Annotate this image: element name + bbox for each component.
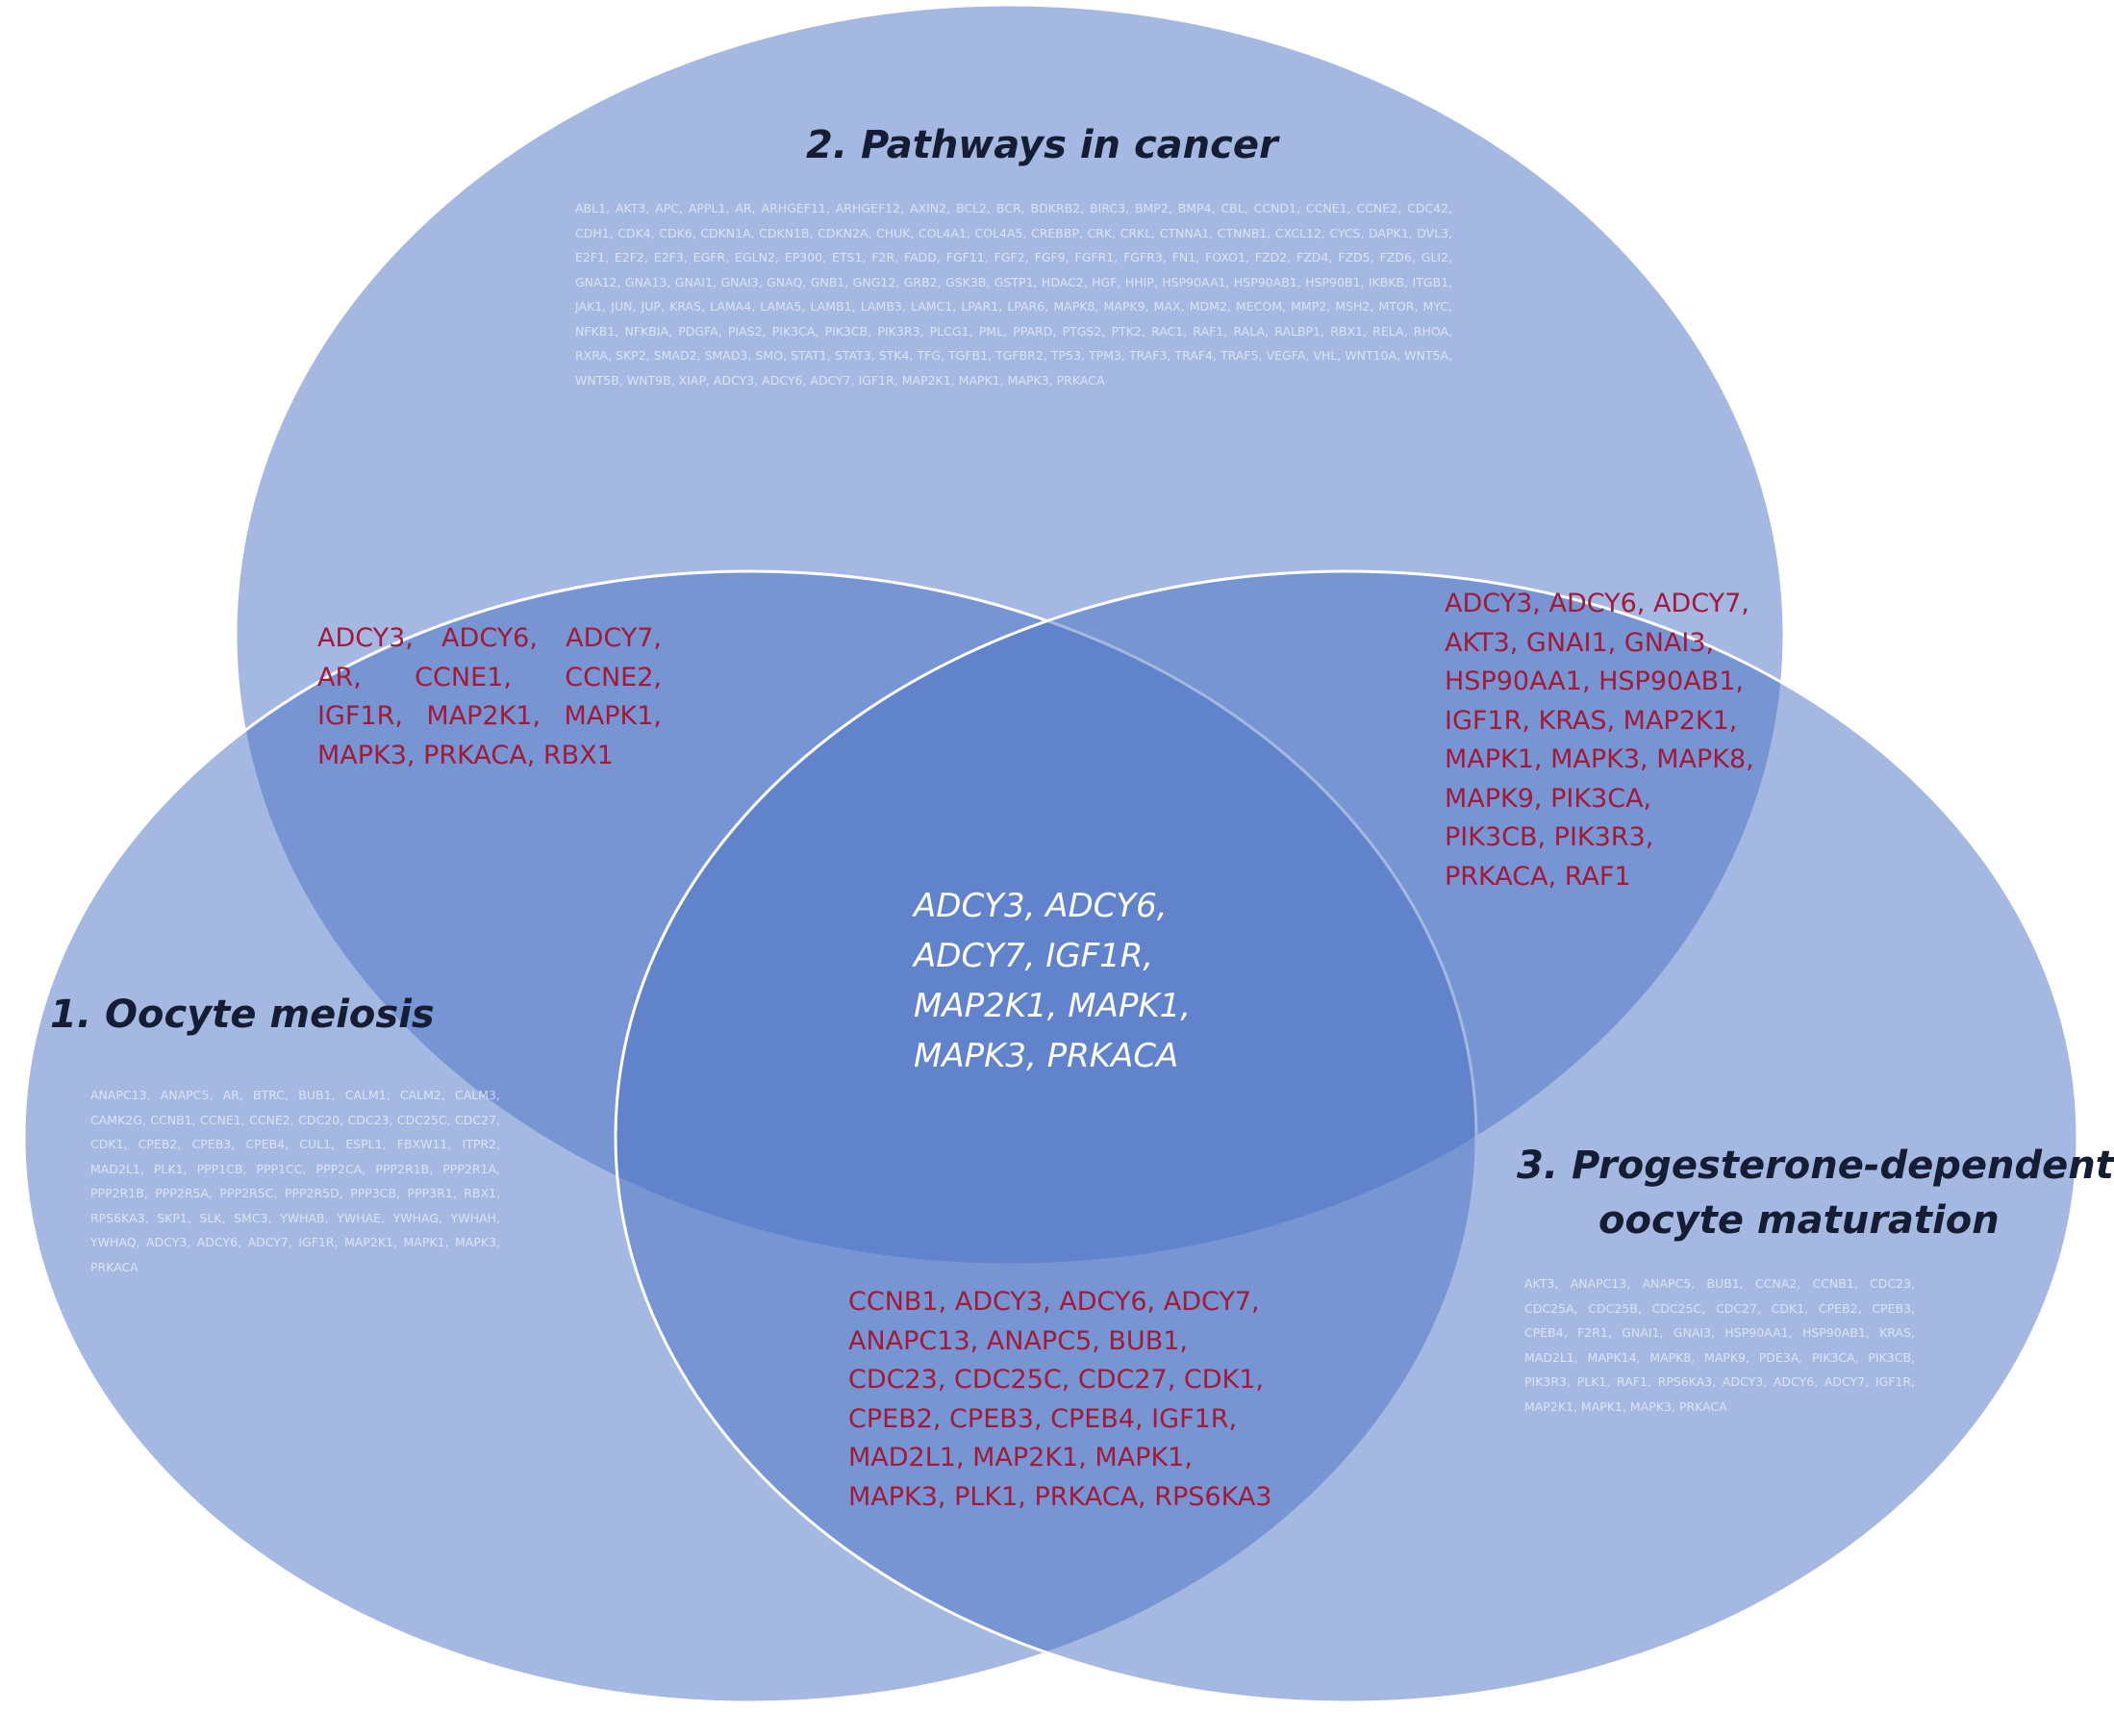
title-pathways-in-cancer: 2. Pathways in cancer [806, 123, 1278, 167]
gene-list-pathways-in-cancer: ABL1, AKT3, APC, APPL1, AR, ARHGEF11, AR… [575, 201, 1452, 388]
title-oocyte-meiosis: 1. Oocyte meiosis [50, 993, 435, 1037]
title-progesterone-line2: oocyte maturation [1598, 1198, 2000, 1243]
overlap-all-three: ADCY3, ADCY6, ADCY7, IGF1R, MAP2K1, MAPK… [914, 887, 1192, 1075]
gene-list-oocyte-meiosis: ANAPC13, ANAPC5, AR, BTRC, BUB1, CALM1, … [90, 1088, 500, 1274]
overlap-meiosis-maturation: CCNB1, ADCY3, ADCY6, ADCY7, ANAPC13, ANA… [848, 1287, 1272, 1512]
overlap-cancer-meiosis: ADCY3, ADCY6, ADCY7, AR, CCNE1, CCNE2, I… [317, 623, 662, 770]
circle-progesterone-maturation [614, 569, 2079, 1704]
title-progesterone-line1: 3. Progesterone-dependent [1517, 1144, 2114, 1188]
overlap-cancer-maturation: ADCY3, ADCY6, ADCY7, AKT3, GNAI1, GNAI3,… [1445, 589, 1754, 892]
gene-list-progesterone-maturation: AKT3, ANAPC13, ANAPC5, BUB1, CCNA2, CCNB… [1524, 1276, 1915, 1414]
